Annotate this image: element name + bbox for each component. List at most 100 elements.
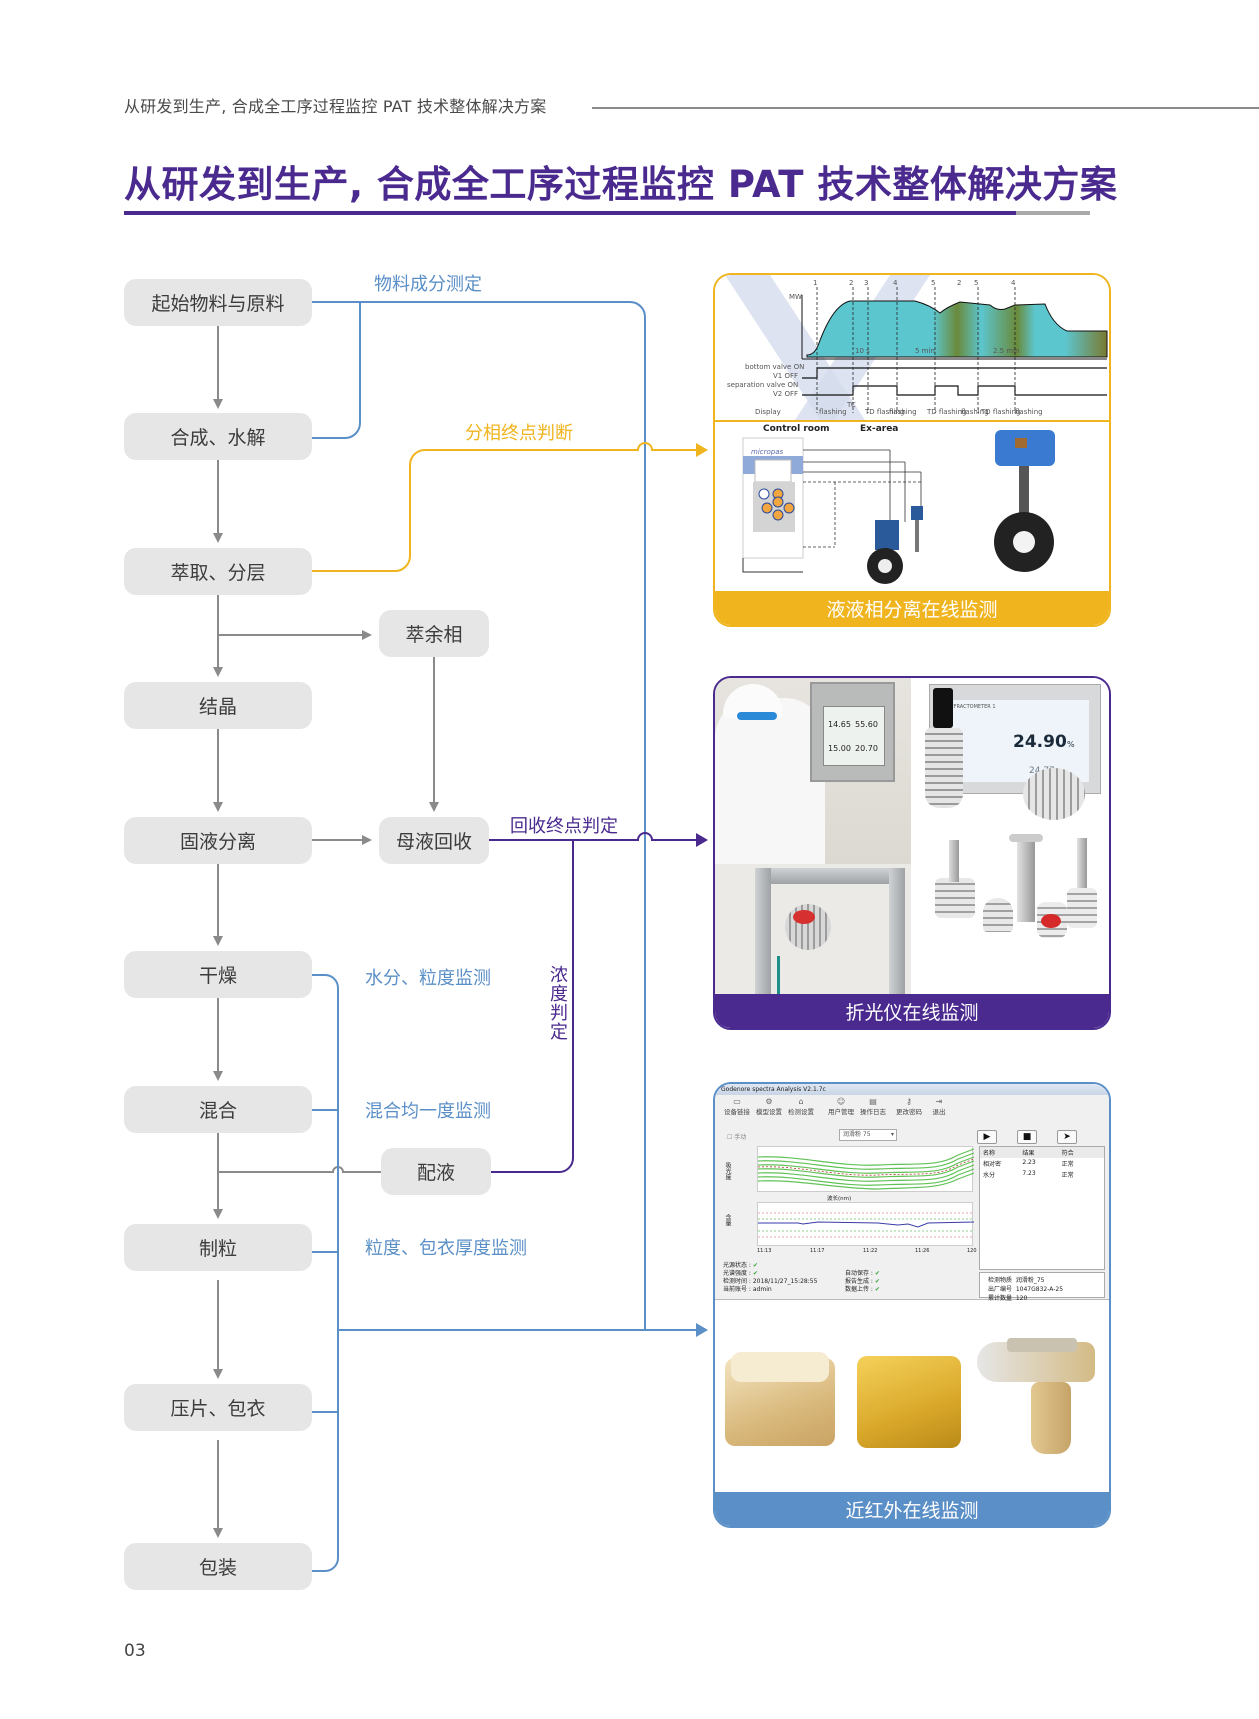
display-main-reading: 24.90 xyxy=(1013,732,1067,752)
status-row: 检测时间 : 2018/11/27_15:28:55 xyxy=(723,1278,818,1285)
toolbar-label: 用户管理 xyxy=(828,1108,854,1116)
toolbar-operation-log[interactable]: ▤操作日志 xyxy=(857,1097,889,1116)
chevron-down-icon: ▾ xyxy=(890,1131,894,1138)
toolbar-user-management[interactable]: ☺ 用户管理 xyxy=(825,1097,857,1116)
status-label: 光谱强度 xyxy=(723,1270,748,1277)
step-drying[interactable]: 干燥 xyxy=(124,951,312,998)
status-label: 自动保存 xyxy=(845,1270,870,1277)
toolbar-change-password[interactable]: ⚷ 更改密码 xyxy=(893,1097,925,1116)
wiring-diagram-graphic xyxy=(742,430,1055,584)
check-icon: ✔ xyxy=(874,1278,880,1285)
event-4: flashing xyxy=(889,408,917,416)
timing-chart-graphic xyxy=(725,275,1108,420)
step-crystallization[interactable]: 结晶 xyxy=(124,682,312,729)
photo-sensor-probes xyxy=(913,828,1109,994)
spectrum-lines xyxy=(757,1148,975,1190)
manual-checkbox[interactable]: ☐ 手动 xyxy=(727,1134,747,1141)
step-mixing[interactable]: 混合 xyxy=(124,1086,312,1133)
step-start-materials[interactable]: 起始物料与原料 xyxy=(124,279,312,326)
phase-endpoint-connector xyxy=(312,442,708,572)
duration-1: 10 s xyxy=(855,347,870,355)
results-table-header: 名称 结果 符合 xyxy=(980,1147,1104,1158)
wiring-diagram: Control room Ex-area xyxy=(715,422,1109,593)
check-icon: ✔ xyxy=(874,1286,880,1293)
toolbar-detection-settings[interactable]: ⌂ 检测设置 xyxy=(785,1097,817,1116)
interface-signal-area xyxy=(806,300,1108,358)
play-button[interactable]: ▶ xyxy=(977,1130,997,1144)
step-mother-liquor-recovery[interactable]: 母液回收 xyxy=(379,817,489,864)
cell: 2.23 xyxy=(1022,1159,1036,1166)
toolbar-exit[interactable]: ⇥退出 xyxy=(923,1097,955,1116)
toolbar-label: 检测设置 xyxy=(788,1108,814,1116)
label-mixing-uniformity: 混合均一度监测 xyxy=(365,1101,491,1122)
event-1: flashing xyxy=(819,408,847,416)
status-row: 数据上传 : ✔ xyxy=(845,1286,880,1293)
nir-devices-photo xyxy=(715,1302,1109,1492)
photo-inline-sensor xyxy=(715,864,911,994)
toolbar-label: 设备链接 xyxy=(724,1108,750,1116)
nir-sensor-2 xyxy=(857,1356,961,1448)
cell: 相对密 xyxy=(983,1161,1002,1168)
display-title: REFRACTOMETER 1 xyxy=(947,704,996,710)
panel-reading-1: 14.65 xyxy=(828,720,851,729)
trend-x-tick-2: 11:17 xyxy=(810,1248,825,1254)
panel-reading-4: 20.70 xyxy=(855,744,878,753)
running-header-title: 从研发到生产, 合成全工序过程监控 PAT 技术整体解决方案 xyxy=(124,97,547,116)
title-underline-gray xyxy=(1016,211,1090,215)
col-pass: 符合 xyxy=(1061,1150,1074,1157)
cell: 正常 xyxy=(1061,1161,1074,1168)
info-box: 检测物质 润滑粉_75 出厂编号 1047G832-A-25 累计数量 120 xyxy=(979,1272,1105,1302)
panel-divider xyxy=(715,420,1109,422)
arrow-solution-prep-to-mixing-line xyxy=(218,1166,381,1173)
step-tableting-coating[interactable]: 压片、包衣 xyxy=(124,1384,312,1431)
info-label: 出厂编号 xyxy=(988,1286,1013,1293)
label-particle-coating: 粒度、包衣厚度监测 xyxy=(365,1238,527,1259)
status-label: 当前账号 xyxy=(723,1286,748,1293)
running-header-rule xyxy=(592,107,1259,109)
step-extraction[interactable]: 萃取、分层 xyxy=(124,548,312,595)
model-icon: ⚙ xyxy=(765,1097,773,1106)
toolbar-label: 更改密码 xyxy=(896,1108,922,1116)
model-select[interactable]: 润滑粉 75 ▾ xyxy=(839,1129,897,1141)
step-synthesis[interactable]: 合成、水解 xyxy=(124,413,312,460)
step-granulation[interactable]: 制粒 xyxy=(124,1224,312,1271)
trend-x-tick-5: 120 xyxy=(967,1248,977,1254)
exit-icon: ⇥ xyxy=(935,1097,943,1106)
marker-4: 4 xyxy=(893,279,898,287)
user-icon: ☺ xyxy=(836,1097,846,1106)
photo-operator-panel: 14.65 55.60 15.00 20.70 xyxy=(715,678,911,864)
toolbar-model-settings[interactable]: ⚙模型设置 xyxy=(753,1097,785,1116)
cell: 水分 xyxy=(983,1172,996,1179)
chart-row-separation-valve: separation valve ON xyxy=(727,381,799,389)
duration-2: 5 min xyxy=(915,347,935,355)
step-solid-liquid-separation[interactable]: 固液分离 xyxy=(124,817,312,864)
status-row: 自动保存 : ✔ xyxy=(845,1270,880,1277)
step-raffinate[interactable]: 萃余相 xyxy=(379,610,489,657)
event-8: flashing xyxy=(1015,408,1043,416)
material-composition-connector xyxy=(312,301,708,1572)
separation-valve-signal xyxy=(802,385,1107,396)
toolbar-device-link[interactable]: ▭ 设备链接 xyxy=(721,1097,753,1116)
step-solution-prep[interactable]: 配液 xyxy=(381,1148,491,1195)
key-icon: ⚷ xyxy=(906,1097,912,1106)
label-phase-endpoint: 分相终点判断 xyxy=(465,423,573,444)
manual-checkbox-label: 手动 xyxy=(734,1134,747,1141)
detect-icon: ⌂ xyxy=(798,1097,804,1106)
interface-timing-chart: MW bottom valve ON V1 OFF separation val… xyxy=(715,275,1109,420)
toolbar-label: 操作日志 xyxy=(860,1108,886,1116)
table-row: 水分 7.23 正常 xyxy=(980,1169,1104,1180)
panel-refractometer: 14.65 55.60 15.00 20.70 REFRACTOMETER 1 … xyxy=(713,676,1111,1030)
device-icon: ▭ xyxy=(733,1097,741,1106)
table-row: 相对密 2.23 正常 xyxy=(980,1158,1104,1169)
event-7: TD flashing xyxy=(981,408,1021,416)
label-moisture-particle: 水分、粒度监测 xyxy=(365,968,491,989)
step-packaging[interactable]: 包装 xyxy=(124,1543,312,1590)
chart-row-display: Display xyxy=(755,408,781,416)
recovery-connector xyxy=(464,832,708,1173)
trend-y-label: 含量 xyxy=(724,1214,731,1226)
next-button[interactable]: ➤ xyxy=(1057,1130,1077,1144)
label-concentration: 浓度判定 xyxy=(547,965,568,1041)
stop-button[interactable]: ■ xyxy=(1017,1130,1037,1144)
col-name: 名称 xyxy=(983,1150,996,1157)
title-underline-accent xyxy=(124,211,1016,215)
